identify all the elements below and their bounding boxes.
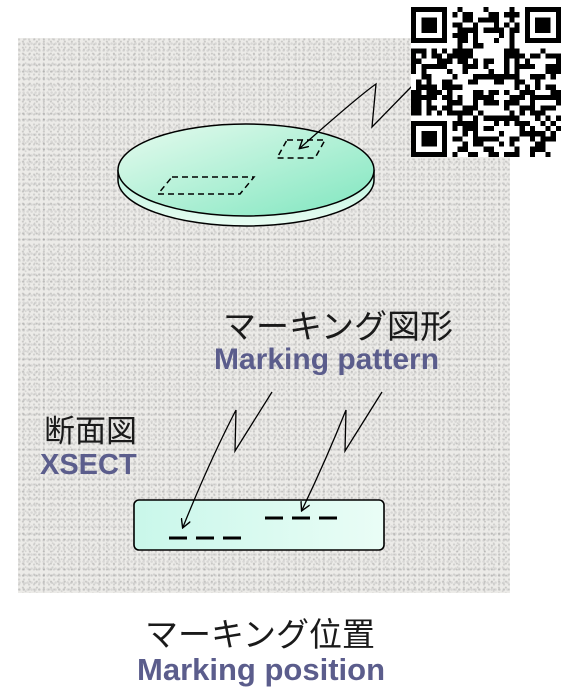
marking-region-small: [275, 139, 327, 159]
marking-pattern-label-en: Marking pattern: [214, 343, 440, 376]
zigzag-arrow-right: [302, 391, 383, 510]
zigzag-arrow-left: [183, 391, 273, 527]
zigzag-arrow-to-wafer: [300, 82, 415, 148]
cross-section-bar: [133, 499, 385, 551]
marking-pattern-label-jp: マーキング図形: [223, 307, 454, 346]
marking-position-label-en: Marking position: [137, 652, 385, 687]
marking-region-large: [156, 176, 256, 195]
qr-code-icon: [411, 7, 561, 157]
xsect-label-en: XSECT: [40, 449, 137, 481]
xsect-label-jp: 断面図: [44, 414, 137, 450]
marking-position-label-jp: マーキング位置: [145, 615, 376, 654]
wafer-disk: [117, 123, 375, 227]
